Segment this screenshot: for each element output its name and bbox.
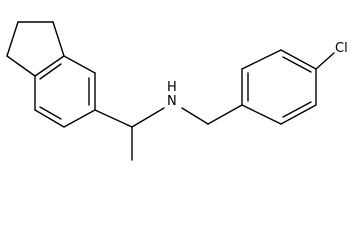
bond	[207, 104, 243, 125]
bond	[181, 107, 209, 125]
amine-h-label: H	[167, 80, 177, 95]
double-bond-inner	[39, 63, 62, 80]
bond	[6, 21, 19, 57]
bond	[280, 104, 317, 125]
bond	[63, 55, 96, 74]
chlorine-label: Cl	[335, 41, 348, 56]
molecule-canvas: H N Cl	[6, 21, 348, 161]
cyclopentane-ring	[6, 21, 65, 77]
double-bond-inner	[39, 106, 62, 120]
chiral-center-linker	[94, 107, 209, 161]
structure-drawing: H N Cl	[6, 21, 348, 161]
bond	[241, 49, 282, 70]
bond	[94, 109, 133, 128]
double-bond-inner	[282, 101, 312, 118]
bond	[34, 55, 65, 77]
bond	[315, 52, 335, 70]
bond	[6, 55, 36, 77]
bond	[280, 49, 317, 70]
double-bond-inner	[282, 56, 312, 73]
indane-benzene-ring	[34, 55, 96, 128]
bond	[34, 109, 65, 128]
bond	[131, 107, 165, 128]
chlorophenyl-ring	[207, 49, 335, 125]
bond	[52, 21, 65, 57]
bond	[63, 109, 96, 128]
bond	[241, 104, 282, 125]
amine-n-label: N	[167, 94, 177, 109]
